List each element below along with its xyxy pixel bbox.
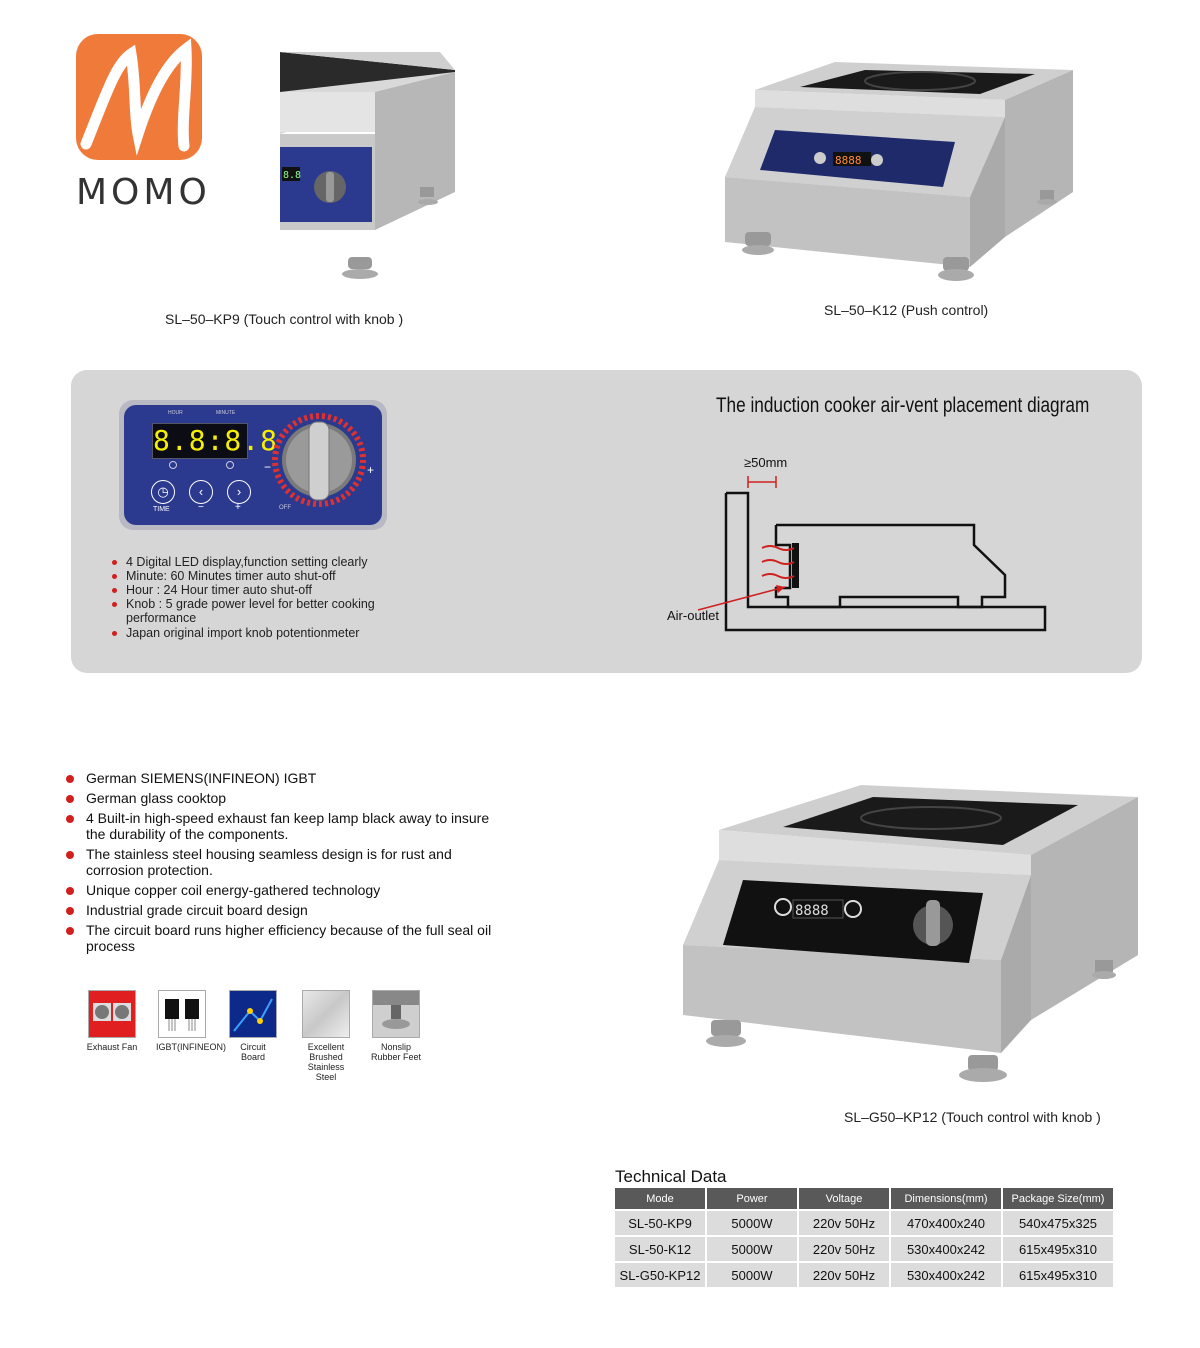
list-item: German SIEMENS(INFINEON) IGBT [66,770,496,786]
table-header-row: Mode Power Voltage Dimensions(mm) Packag… [615,1188,1113,1209]
table-row: SL-G50-KP12 5000W 220v 50Hz 530x400x242 … [615,1263,1113,1287]
svg-text:8888: 8888 [795,903,829,919]
feature-rubber-feet: Nonslip Rubber Feet [370,990,422,1062]
feature-circuit-board: Circuit Board [227,990,279,1062]
brand-logo [76,34,202,160]
foot-icon [372,990,420,1038]
air-vent-diagram [697,476,1047,632]
list-item: German glass cooktop [66,790,496,806]
column-header: Voltage [799,1188,889,1209]
logo-m-icon [80,38,192,156]
steel-icon [302,990,350,1038]
product-k12-caption: SL–50–K12 (Push control) [824,302,989,318]
chevron-left-icon: ‹ [189,480,213,504]
clock-icon: ◷ [151,480,175,504]
list-item: The stainless steel housing seamless des… [66,846,496,878]
indicator-power-icon [226,461,234,469]
feature-list: German SIEMENS(INFINEON) IGBT German gla… [66,770,496,958]
knob-minus-label: − [264,460,272,474]
technical-title: Technical Data [615,1167,727,1186]
table-row: SL-50-KP9 5000W 220v 50Hz 470x400x240 54… [615,1211,1113,1235]
list-item: Knob : 5 grade power level for better co… [112,597,412,625]
gap-label: ≥50mm [744,455,788,470]
list-item: 4 Digital LED display,function setting c… [112,555,412,569]
list-item: The circuit board runs higher efficiency… [66,922,496,954]
diagram-title: The induction cooker air-vent placement … [716,394,1090,417]
minus-label: − [198,502,204,513]
list-item: Industrial grade circuit board design [66,902,496,918]
product-g50-image: 8888 [683,785,1138,1082]
list-item: Unique copper coil energy-gathered techn… [66,882,496,898]
time-label: TIME [153,506,170,513]
knob-plus-label: + [367,463,375,477]
chevron-right-icon: › [227,480,251,504]
table-row: SL-50-K12 5000W 220v 50Hz 530x400x242 61… [615,1237,1113,1261]
air-outlet-label: Air-outlet [667,608,720,623]
brand-name: MOMO [76,172,211,213]
power-knob-icon [272,413,366,507]
list-item: Minute: 60 Minutes timer auto shut-off [112,569,412,583]
svg-text:8.8: 8.8 [283,170,301,181]
panel-bullet-list: 4 Digital LED display,function setting c… [112,555,412,640]
fan-icon [88,990,136,1038]
list-item: Hour : 24 Hour timer auto shut-off [112,583,412,597]
control-panel: HOUR MINUTE 8.8:8.8 ◷ ‹ › TIME − + OFF −… [124,405,382,525]
list-item: Japan original import knob potentionmete… [112,626,412,640]
product-g50-caption: SL–G50–KP12 (Touch control with knob ) [844,1109,1101,1125]
chip-icon [158,990,206,1038]
circuit-board-icon [229,990,277,1038]
column-header: Dimensions(mm) [891,1188,1001,1209]
column-header: Power [707,1188,797,1209]
led-display: 8.8:8.8 [152,423,279,459]
product-kp9-caption: SL–50–KP9 (Touch control with knob ) [165,311,404,327]
off-label: OFF [279,505,291,511]
plus-label: + [235,502,241,513]
feature-igbt: IGBT(INFINEON) [156,990,226,1052]
feature-exhaust-fan: Exhaust Fan [86,990,138,1052]
product-k12-image: 8888 [725,62,1073,281]
list-item: 4 Built-in high-speed exhaust fan keep l… [66,810,496,842]
svg-text:8888: 8888 [835,154,862,167]
indicator-time-icon [169,461,177,469]
feature-brushed-steel: Excellent Brushed Stainless Steel [298,990,354,1082]
product-kp9-image: 8.8 [280,52,455,279]
technical-table: Mode Power Voltage Dimensions(mm) Packag… [613,1186,1115,1289]
column-header: Package Size(mm) [1003,1188,1113,1209]
column-header: Mode [615,1188,705,1209]
